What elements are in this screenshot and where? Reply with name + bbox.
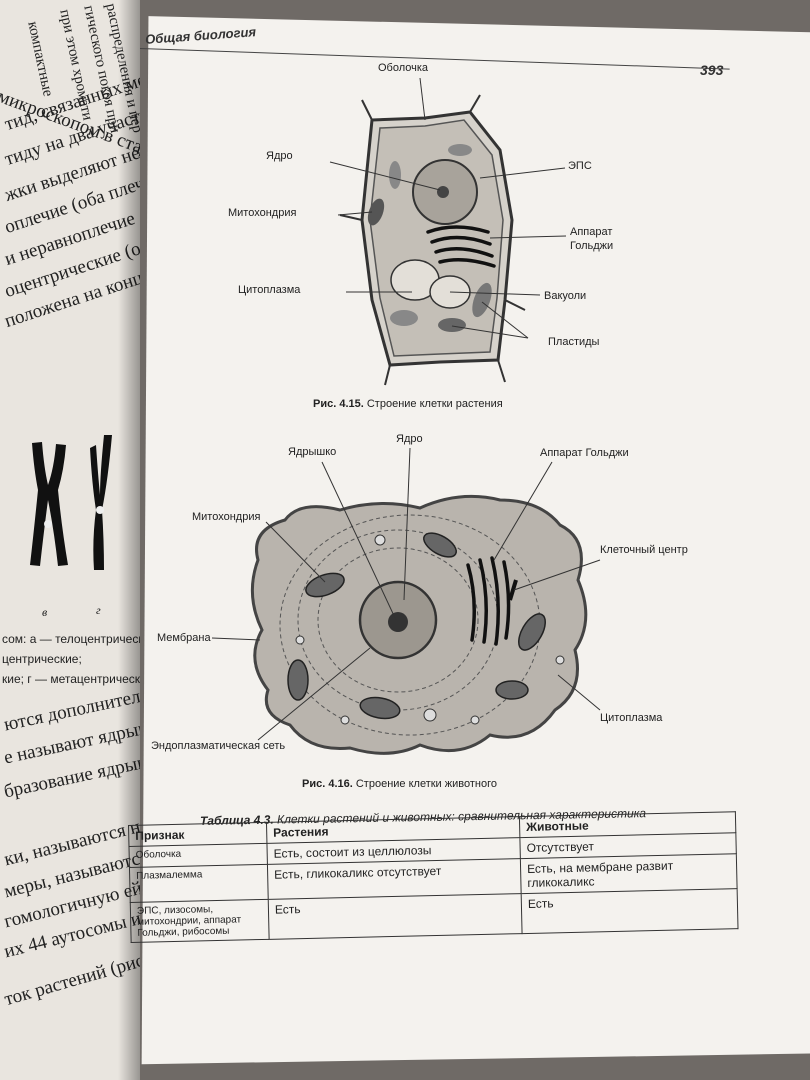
animal-mitochondrion xyxy=(495,680,529,700)
animal-nucleolus xyxy=(388,612,408,632)
comparison-table: Признак Растения Животные Оболочка Есть,… xyxy=(128,811,739,943)
chromosome-label-v: в xyxy=(42,605,48,619)
table-cell: Есть, гликокаликс отсутствует xyxy=(267,858,522,900)
caption-animal-text: Строение клетки животного xyxy=(355,778,497,790)
animal-mitochondrion xyxy=(287,659,309,701)
animal-mitochondrion xyxy=(518,613,546,651)
animal-mitochondrion xyxy=(305,572,345,598)
animal-cell-diagram xyxy=(211,447,601,755)
label-plant-plastids: Пластиды xyxy=(548,336,600,348)
animal-centrosome xyxy=(508,579,518,601)
left-page: компактные при этом хромати гического по… xyxy=(0,0,140,1080)
label-plant-golgi-2: Гольджи xyxy=(570,240,614,252)
left-text-line: центрические; xyxy=(2,652,82,666)
table-cell: Плазмалемма xyxy=(129,864,269,903)
chromosome-figure xyxy=(30,435,112,570)
plant-plastid xyxy=(472,282,492,318)
caption-plant: Рис. 4.15. Строение клетки растения xyxy=(313,398,503,410)
label-animal-er: Эндоплазматическая сеть xyxy=(151,740,286,752)
left-text-line: сом: а — телоцентрические; xyxy=(2,632,140,646)
plant-mitochondrion xyxy=(367,198,385,226)
caption-animal-num: Рис. 4.16. xyxy=(302,778,353,790)
label-animal-membrane: Мембрана xyxy=(157,632,211,644)
label-animal-mitochondria: Митохондрия xyxy=(192,511,261,523)
chromosome-label-g: г xyxy=(96,603,101,617)
caption-plant-num: Рис. 4.15. xyxy=(313,398,364,410)
label-animal-nucleolus: Ядрышко xyxy=(288,446,337,458)
label-plant-golgi-1: Аппарат xyxy=(570,226,613,238)
animal-golgi xyxy=(466,556,511,646)
page-number: 393 xyxy=(700,62,724,78)
animal-mitochondrion xyxy=(423,532,457,558)
chromosome-g xyxy=(90,435,112,570)
plant-nucleolus xyxy=(437,186,449,198)
table-cell: ЭПС, лизосомы, митохондрии, аппарат Голь… xyxy=(130,899,270,943)
label-animal-golgi: Аппарат Гольджи xyxy=(540,447,629,459)
label-animal-nucleus: Ядро xyxy=(396,433,423,445)
caption-plant-text: Строение клетки растения xyxy=(366,398,503,410)
plant-plastid xyxy=(438,318,466,332)
plant-plastid xyxy=(390,310,418,326)
caption-animal: Рис. 4.16. Строение клетки животного xyxy=(302,778,497,790)
label-animal-cytoplasm: Цитоплазма xyxy=(600,712,663,724)
table-cell: Есть xyxy=(268,893,523,940)
label-plant-membrane: Оболочка xyxy=(378,62,429,74)
left-text-line: кие; г — метацентрические xyxy=(2,672,140,686)
table-cell: Есть xyxy=(521,888,739,934)
table-cell: Есть, на мембране развит гликокаликс xyxy=(520,853,738,894)
chromosome-v xyxy=(30,442,68,566)
plant-cell-diagram xyxy=(329,77,567,386)
label-plant-cytoplasm: Цитоплазма xyxy=(238,284,301,296)
label-animal-centrosome: Клеточный центр xyxy=(600,544,688,556)
label-plant-er: ЭПС xyxy=(568,160,592,172)
label-plant-vacuoles: Вакуоли xyxy=(544,290,587,302)
animal-mitochondrion xyxy=(359,696,401,720)
book-spine-shadow xyxy=(118,0,140,1080)
label-plant-nucleus: Ядро xyxy=(266,150,293,162)
plant-golgi xyxy=(426,225,496,268)
label-plant-mitochondria: Митохондрия xyxy=(228,207,297,219)
